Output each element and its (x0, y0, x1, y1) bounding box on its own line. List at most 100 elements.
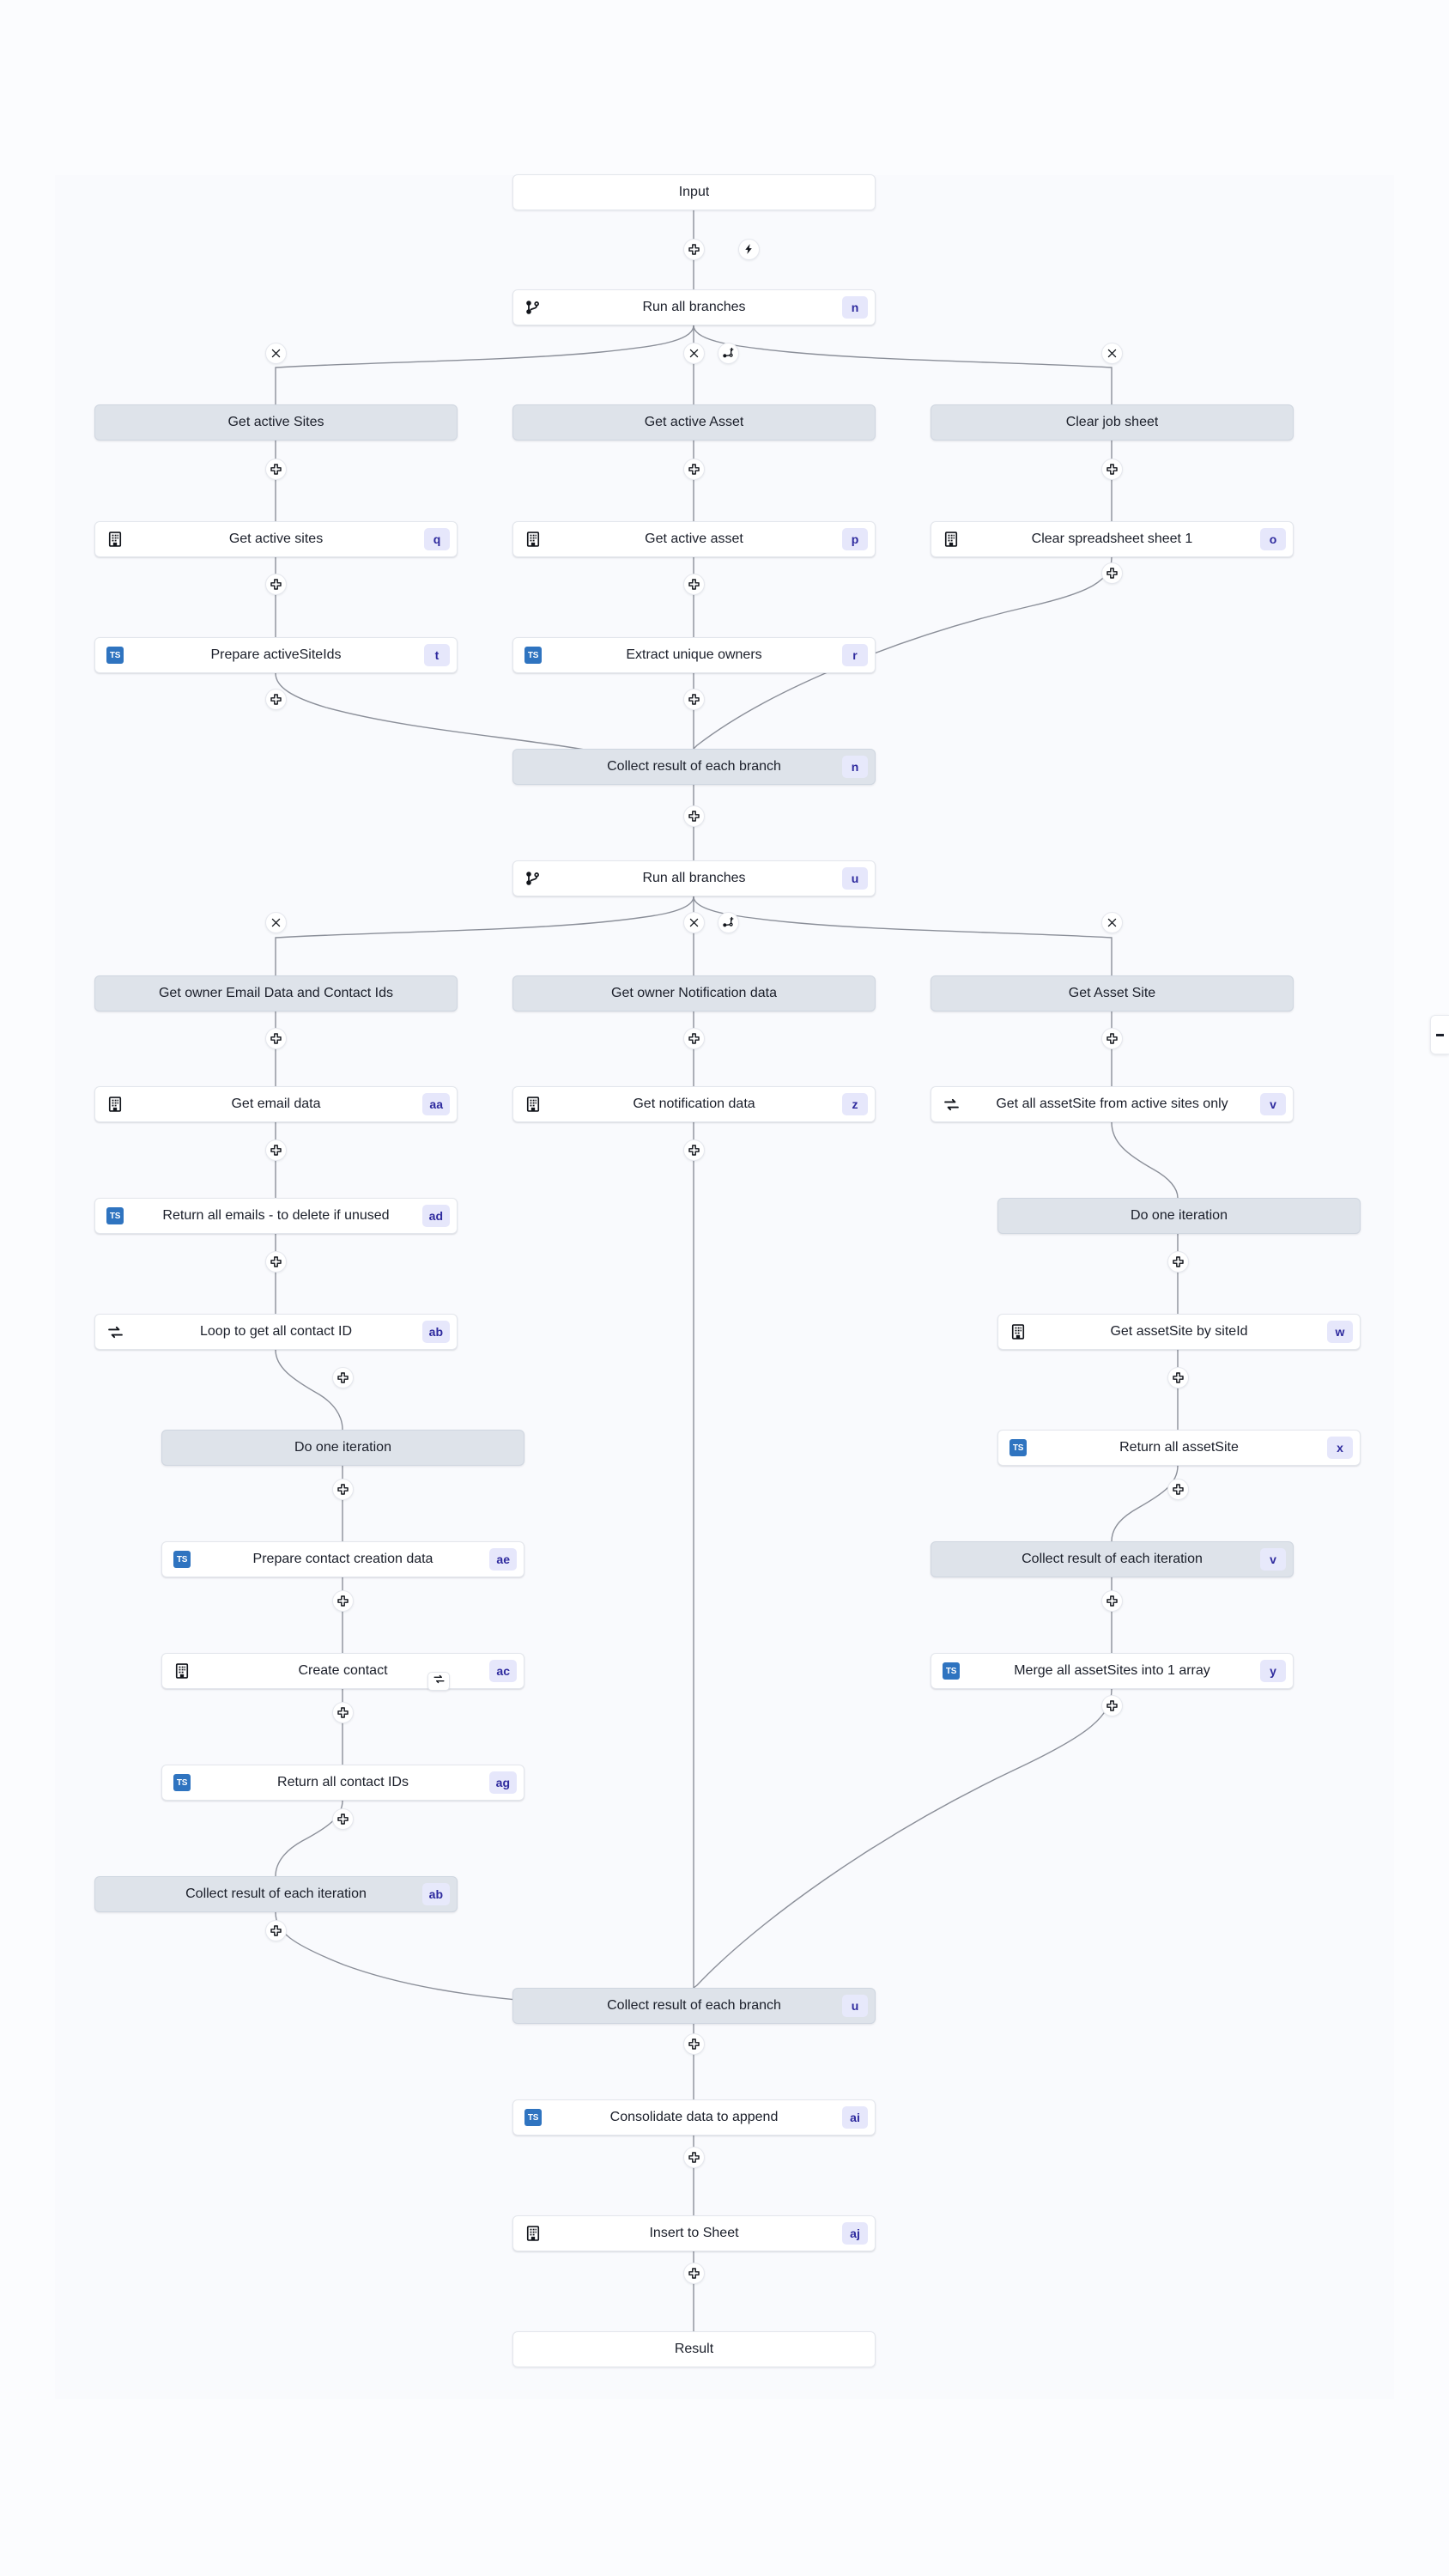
node-shortcut-badge[interactable]: t (424, 644, 450, 666)
loop-marker[interactable] (427, 1672, 450, 1691)
add-node-handle[interactable] (1167, 1250, 1189, 1273)
node-shortcut-badge[interactable]: q (424, 528, 450, 550)
add-node-handle[interactable] (1100, 562, 1123, 584)
add-node-handle[interactable] (264, 1139, 287, 1161)
node-shortcut-badge[interactable]: o (1260, 528, 1286, 550)
node-shortcut-badge[interactable]: n (842, 296, 868, 319)
add-node-handle[interactable] (331, 1701, 354, 1723)
add-node-handle[interactable] (264, 1919, 287, 1941)
node-shortcut-badge[interactable]: x (1327, 1437, 1353, 1459)
add-node-handle[interactable] (331, 1807, 354, 1830)
node-result[interactable]: Result (512, 2331, 876, 2367)
node-get-owner-notif-grp[interactable]: Get owner Notification data (512, 975, 876, 1012)
remove-branch-handle[interactable] (1100, 342, 1123, 364)
add-node-handle[interactable] (682, 2262, 705, 2284)
node-shortcut-badge[interactable]: ad (421, 1205, 450, 1227)
add-node-handle[interactable] (264, 688, 287, 710)
node-shortcut-badge[interactable]: u (842, 1995, 868, 2017)
add-node-handle[interactable] (264, 573, 287, 595)
remove-branch-handle[interactable] (682, 342, 705, 364)
add-branch-handle[interactable] (717, 911, 739, 933)
node-shortcut-badge[interactable]: y (1260, 1660, 1286, 1682)
node-shortcut-badge[interactable]: z (842, 1093, 868, 1115)
node-shortcut-badge[interactable]: w (1327, 1321, 1353, 1343)
add-node-handle[interactable] (331, 1478, 354, 1500)
node-shortcut-badge[interactable]: n (842, 756, 868, 778)
node-shortcut-badge[interactable]: u (842, 867, 868, 890)
add-node-handle[interactable] (331, 1366, 354, 1388)
add-node-handle[interactable] (1100, 458, 1123, 480)
remove-branch-handle[interactable] (1100, 911, 1123, 933)
node-shortcut-badge[interactable]: r (842, 644, 868, 666)
node-get-all-assetsite[interactable]: Get all assetSite from active sites only… (931, 1086, 1294, 1122)
node-shortcut-badge[interactable]: p (842, 528, 868, 550)
add-node-handle[interactable] (682, 688, 705, 710)
add-node-handle[interactable] (264, 1027, 287, 1049)
add-node-handle[interactable] (264, 1250, 287, 1273)
node-shortcut-badge[interactable]: v (1260, 1548, 1286, 1571)
node-get-active-sites-grp[interactable]: Get active Sites (94, 404, 458, 440)
node-shortcut-badge[interactable]: ab (421, 1321, 450, 1343)
add-node-handle[interactable] (682, 1027, 705, 1049)
remove-branch-handle[interactable] (264, 911, 287, 933)
add-node-handle[interactable] (682, 1139, 705, 1161)
add-node-handle[interactable] (264, 458, 287, 480)
add-node-handle[interactable] (682, 805, 705, 827)
node-shortcut-badge[interactable]: aa (422, 1093, 450, 1115)
trigger-handle[interactable] (737, 238, 760, 260)
add-node-handle[interactable] (682, 458, 705, 480)
remove-branch-handle[interactable] (264, 342, 287, 364)
node-get-active-asset-grp[interactable]: Get active Asset (512, 404, 876, 440)
add-node-handle[interactable] (1167, 1366, 1189, 1388)
add-branch-handle[interactable] (717, 342, 739, 364)
node-clear-job-sheet-grp[interactable]: Clear job sheet (931, 404, 1294, 440)
add-node-handle[interactable] (1100, 1694, 1123, 1716)
node-get-asset-site-grp[interactable]: Get Asset Site (931, 975, 1294, 1012)
add-node-handle[interactable] (1100, 1027, 1123, 1049)
node-shortcut-badge[interactable]: ag (488, 1771, 517, 1794)
remove-branch-handle[interactable] (682, 911, 705, 933)
node-shortcut-badge[interactable]: aj (842, 2222, 868, 2245)
node-input[interactable]: Input (512, 174, 876, 210)
add-node-handle[interactable] (682, 2146, 705, 2168)
node-shortcut-badge[interactable]: ac (489, 1660, 517, 1682)
node-shortcut-badge[interactable]: ai (842, 2106, 868, 2129)
add-node-handle[interactable] (682, 238, 705, 260)
node-do-one-iteration-right[interactable]: Do one iteration (997, 1198, 1361, 1234)
node-shortcut-badge[interactable]: ab (421, 1883, 450, 1905)
node-shortcut-badge[interactable]: v (1260, 1093, 1286, 1115)
add-node-handle[interactable] (1100, 1589, 1123, 1612)
add-node-handle[interactable] (331, 1589, 354, 1612)
add-node-handle[interactable] (1167, 1478, 1189, 1500)
add-node-handle[interactable] (682, 2032, 705, 2055)
collapse-panel-button[interactable] (1430, 1015, 1449, 1054)
add-node-handle[interactable] (682, 573, 705, 595)
node-do-one-iteration-left[interactable]: Do one iteration (161, 1430, 524, 1466)
node-shortcut-badge[interactable]: ae (489, 1548, 517, 1571)
node-get-owner-email-grp[interactable]: Get owner Email Data and Contact Ids (94, 975, 458, 1012)
